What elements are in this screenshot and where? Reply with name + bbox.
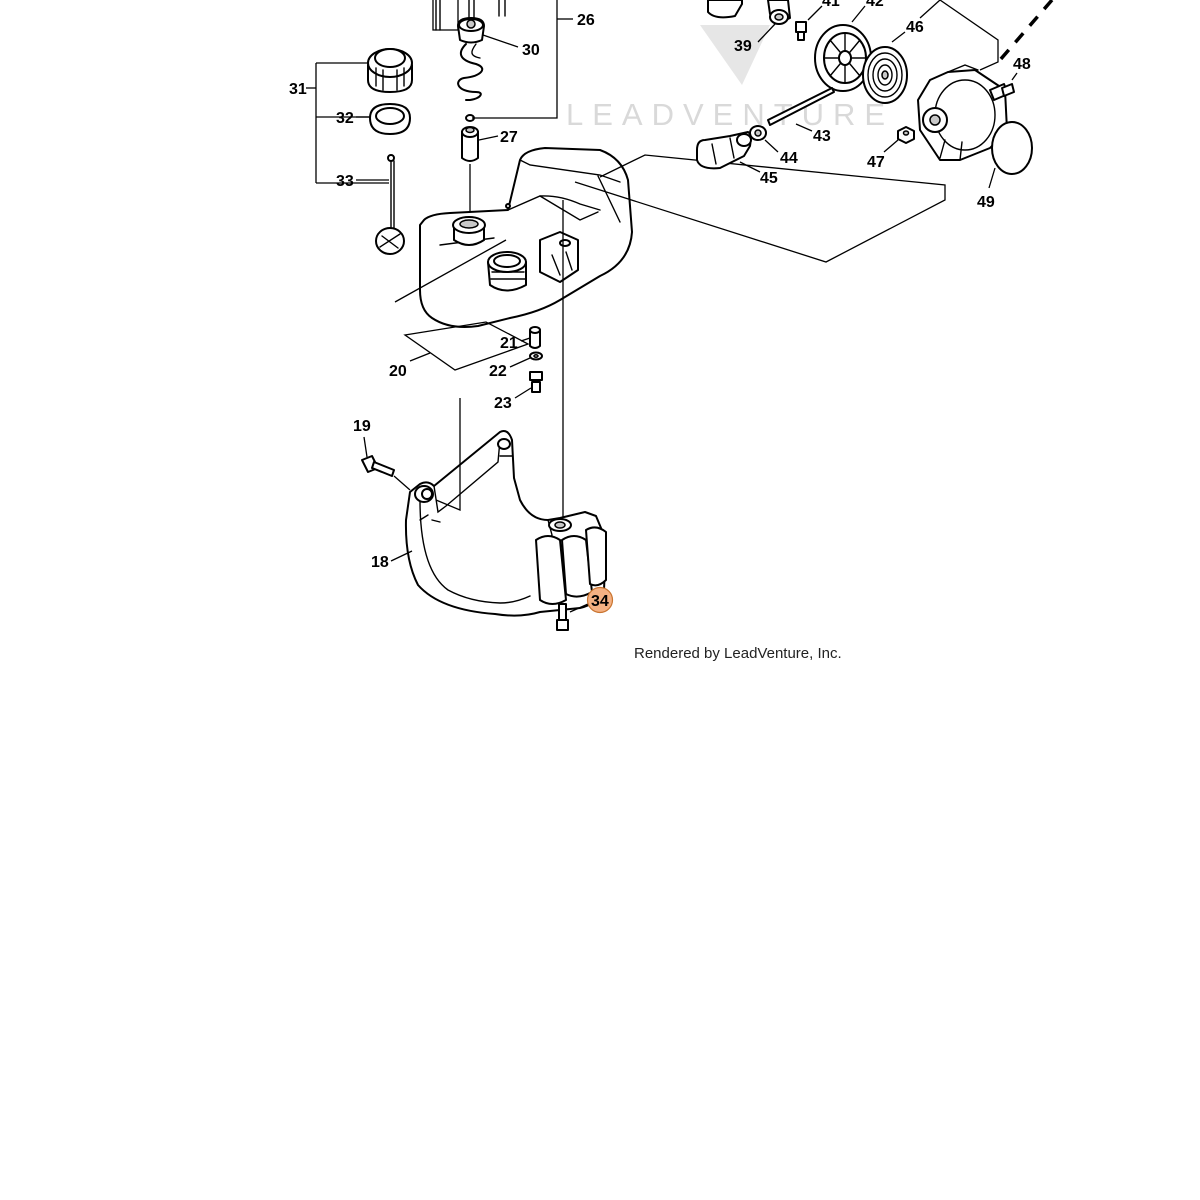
callout-33[interactable]: 33 [336,173,354,190]
housing-gasket [991,121,1033,175]
mount-screw [531,381,541,393]
fuel-tank: 20 [389,147,633,522]
watermark: LEADVENTURE [566,25,894,132]
watermark-brand: LEADVENTURE [566,97,894,132]
starter-housing [917,69,1008,161]
fuel-pickup-assembly: 26 30 27 [432,0,595,212]
callout-49[interactable]: 49 [977,194,995,211]
callout-26[interactable]: 26 [577,12,595,29]
fuel-filter [461,131,479,162]
callout-34[interactable]: 34 [591,593,609,610]
callout-31[interactable]: 31 [289,81,307,98]
callout-43[interactable]: 43 [813,128,831,145]
callout-42[interactable]: 42 [866,0,884,10]
callout-45[interactable]: 45 [760,170,778,187]
fuel-cap-assembly: 31 32 33 [289,48,413,255]
callout-30[interactable]: 30 [522,42,540,59]
callout-23[interactable]: 23 [494,395,512,412]
mount-bushing [529,329,541,349]
callout-46[interactable]: 46 [906,19,924,36]
starter-assembly: 39 41 42 46 43 44 45 [696,0,1054,211]
callout-39[interactable]: 39 [734,38,752,55]
callout-18[interactable]: 18 [371,554,389,571]
callout-27[interactable]: 27 [500,129,518,146]
callout-41[interactable]: 41 [822,0,840,10]
tank-bracket: 19 18 [353,398,607,617]
callout-32[interactable]: 32 [336,110,354,127]
callout-21[interactable]: 21 [500,335,518,352]
tank-mount-hardware: 21 22 23 [489,326,543,412]
callout-47[interactable]: 47 [867,154,885,171]
callout-34-badge[interactable] [586,586,614,614]
callout-48[interactable]: 48 [1013,56,1031,73]
fuel-hose [457,43,484,101]
callout-20[interactable]: 20 [389,363,407,380]
highlighted-part-34: 34 [556,586,614,631]
callout-22[interactable]: 22 [489,363,507,380]
callout-44[interactable]: 44 [780,150,798,167]
render-credit: Rendered by LeadVenture, Inc. [634,645,842,662]
callout-19[interactable]: 19 [353,418,371,435]
watermark-logo-icon [700,25,770,85]
starter-rope [767,87,835,126]
screw-34 [558,603,567,621]
